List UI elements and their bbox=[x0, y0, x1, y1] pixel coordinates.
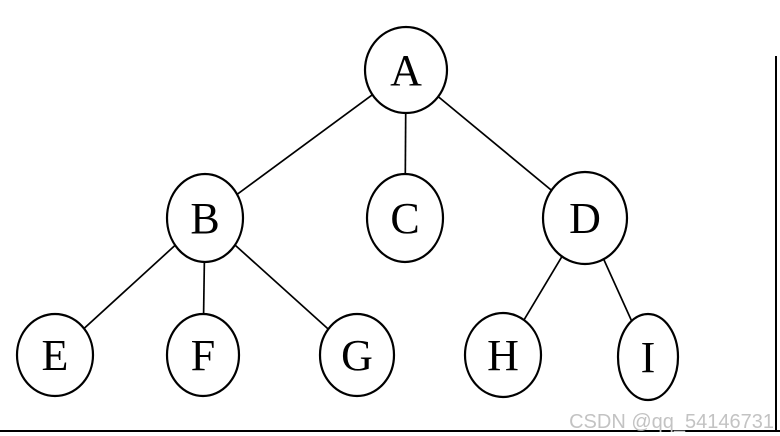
node-ellipse-a bbox=[363, 25, 449, 115]
csdn-watermark: CSDN @qq_54146731 bbox=[569, 411, 774, 433]
node-ellipse-b bbox=[165, 172, 245, 264]
node-ellipse-g bbox=[318, 312, 396, 398]
node-label-f: F bbox=[191, 331, 215, 380]
node-ellipse-c bbox=[365, 172, 445, 264]
tree-node-f: F bbox=[165, 312, 241, 398]
node-ellipse-i bbox=[616, 312, 680, 402]
nodes-layer: A B C D E F G H I bbox=[15, 25, 680, 402]
node-label-d: D bbox=[569, 194, 601, 243]
node-label-i: I bbox=[641, 333, 656, 382]
tree-node-a: A bbox=[363, 25, 449, 115]
tree-node-e: E bbox=[15, 312, 95, 398]
tree-node-d: D bbox=[541, 170, 629, 266]
tree-node-h: H bbox=[463, 311, 543, 399]
node-label-b: B bbox=[190, 194, 219, 243]
node-label-h: H bbox=[487, 331, 519, 380]
node-label-g: G bbox=[341, 331, 373, 380]
tree-node-c: C bbox=[365, 172, 445, 264]
node-ellipse-f bbox=[165, 312, 241, 398]
node-label-c: C bbox=[390, 194, 419, 243]
tree-node-i: I bbox=[616, 312, 680, 402]
node-ellipse-h bbox=[463, 311, 543, 399]
node-ellipse-d bbox=[541, 170, 629, 266]
node-label-e: E bbox=[42, 331, 69, 380]
frame-layer bbox=[0, 56, 780, 432]
tree-node-b: B bbox=[165, 172, 245, 264]
node-ellipse-e bbox=[15, 312, 95, 398]
node-label-a: A bbox=[390, 46, 422, 95]
tree-node-g: G bbox=[318, 312, 396, 398]
